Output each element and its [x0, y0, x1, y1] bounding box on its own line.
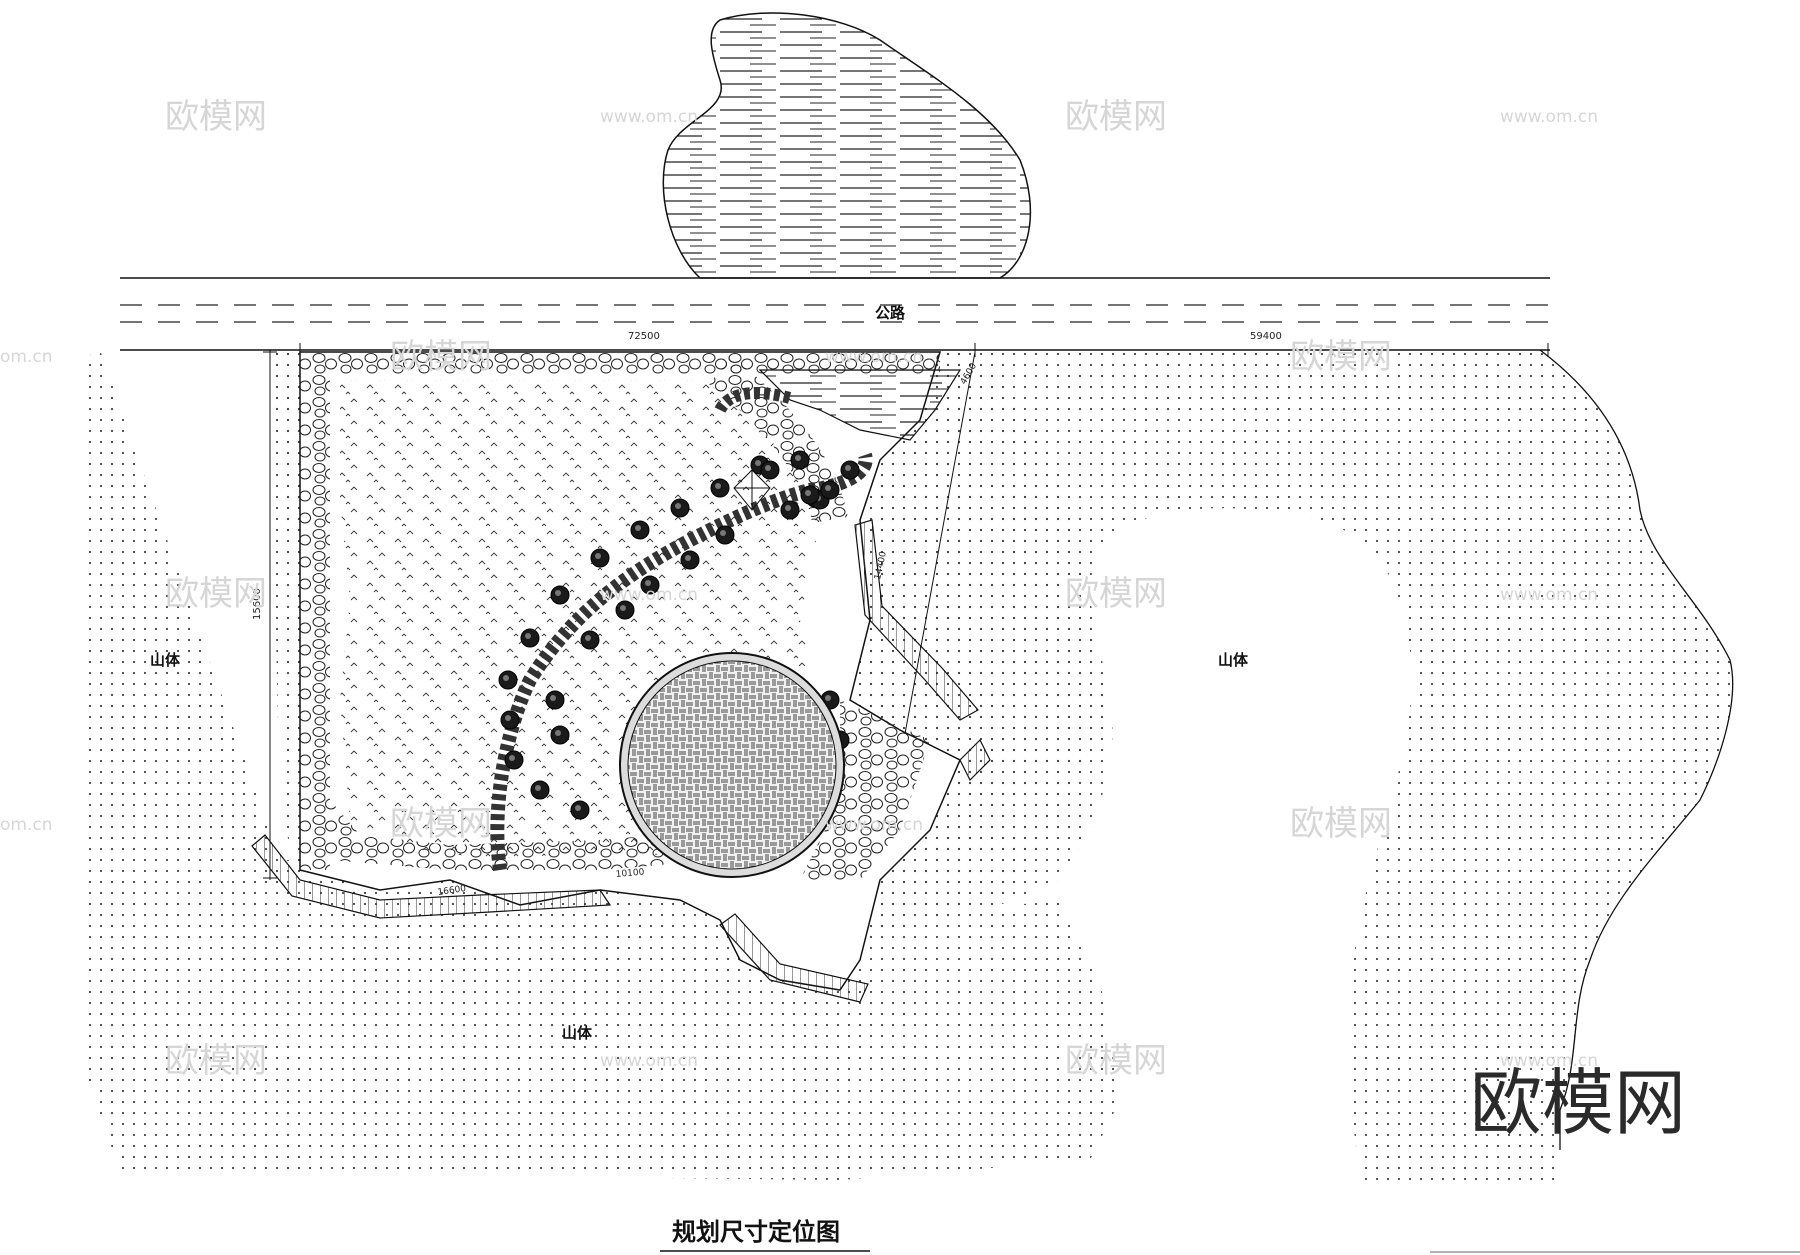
watermark-brand: 欧模网 [390, 337, 492, 377]
tree-highlight [765, 465, 771, 471]
tree-highlight [595, 553, 601, 559]
tree-highlight [505, 715, 511, 721]
circular-plaza [619, 652, 845, 878]
drawing-title: 规划尺寸定位图 [672, 1218, 840, 1246]
mountain-label-east: 山体 [1218, 651, 1249, 669]
tree-highlight [525, 633, 531, 639]
watermark-url: www.om.cn [1500, 585, 1598, 605]
dim-left-vertical: 15600 [252, 588, 263, 620]
tree-highlight [555, 590, 561, 596]
watermark-logo-large: 欧模网 [1470, 1061, 1686, 1145]
pavilion-symbol [733, 469, 771, 511]
watermark-url-short: om.cn [0, 347, 53, 367]
watermark-url-short: om.cn [0, 815, 53, 835]
dim-bottom-left: 16600 [437, 884, 467, 898]
watermark-brand: 欧模网 [165, 574, 267, 614]
watermark-brand: 欧模网 [165, 97, 267, 137]
watermark-brand: 欧模网 [1065, 574, 1167, 614]
tree-highlight [535, 785, 541, 791]
watermark-url: www.om.cn [1500, 107, 1598, 127]
boardwalk [251, 519, 991, 1003]
pond-north [662, 12, 1032, 279]
tree-highlight [785, 505, 791, 511]
watermark-url: www.om.cn [1500, 1051, 1598, 1071]
tree-highlight [795, 455, 801, 461]
road-label: 公路 [875, 304, 906, 322]
watermark-brand: 欧模网 [1290, 337, 1392, 377]
watermark-url: www.om.cn [600, 585, 698, 605]
tree-highlight [620, 605, 626, 611]
watermark-url: www.om.cn [825, 815, 923, 835]
tree-highlight [550, 695, 556, 701]
tree-highlight [845, 465, 851, 471]
right-boundary-line [1539, 349, 1734, 1150]
watermark-url: www.om.cn [825, 347, 923, 367]
dim-top-right: 59400 [1250, 331, 1282, 342]
tree-highlight [805, 490, 811, 496]
watermark-brand: 欧模网 [165, 1041, 267, 1081]
watermark-brand: 欧模网 [1065, 1041, 1167, 1081]
tree-highlight [555, 730, 561, 736]
tree-highlight [635, 525, 641, 531]
watermark-brand: 欧模网 [390, 804, 492, 844]
watermark-url: www.om.cn [600, 1051, 698, 1071]
watermarks: 欧模网 欧模网 www.om.cn www.om.cn 欧模网 欧模网 www.… [0, 97, 1686, 1145]
tree-highlight [509, 755, 515, 761]
mountain-label-west: 山体 [150, 651, 181, 669]
mountain-label-south: 山体 [562, 1024, 593, 1042]
tree-highlight [825, 695, 831, 701]
tree-highlight [685, 555, 691, 561]
watermark-brand: 欧模网 [1290, 804, 1392, 844]
watermark-brand: 欧模网 [1065, 97, 1167, 137]
tree-highlight [503, 675, 509, 681]
tree-highlight [645, 580, 651, 586]
tree-highlight [675, 503, 681, 509]
dim-top-left: 72500 [628, 331, 660, 342]
tree-highlight [585, 635, 591, 641]
tree-highlight [720, 530, 726, 536]
tree-highlight [825, 485, 831, 491]
watermark-url: www.om.cn [600, 107, 698, 127]
tree-highlight [575, 805, 581, 811]
dim-bottom-mid: 10100 [615, 868, 645, 880]
pond-garden [758, 369, 962, 441]
tree-highlight [715, 483, 721, 489]
tree-highlight [755, 460, 761, 466]
